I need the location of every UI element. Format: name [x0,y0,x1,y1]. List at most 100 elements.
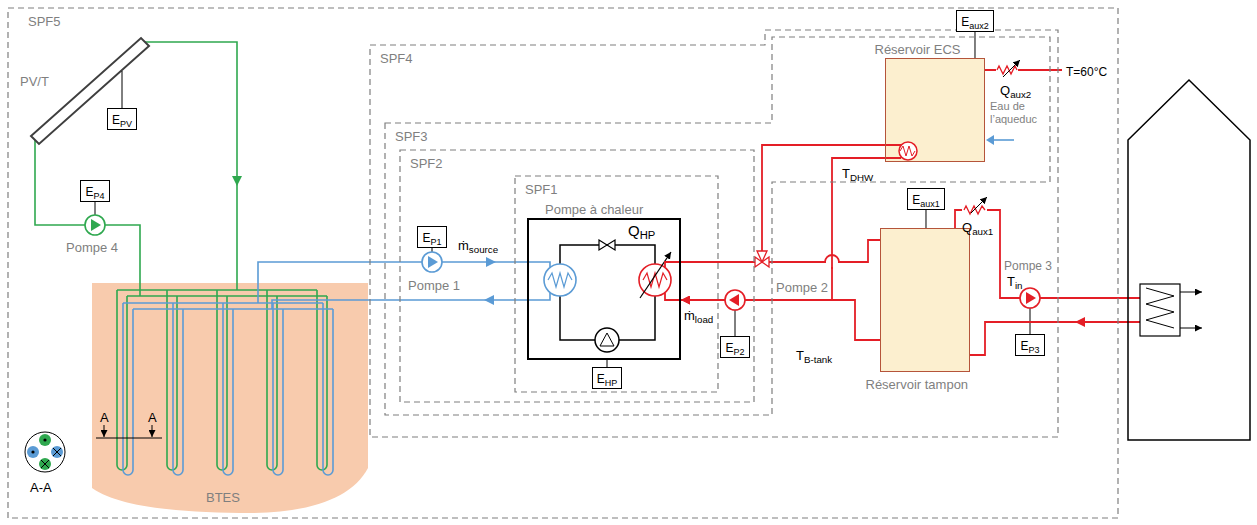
boundary-label: SPF5 [28,14,61,29]
energy-meter-box: EP4 [80,180,109,202]
section-mark: A [100,408,109,426]
dhw-coil [899,142,917,160]
borehole-section [39,458,51,470]
section-name: A-A [30,478,52,496]
btes-ground [92,283,368,513]
energy-meter-box: Eaux1 [907,188,945,210]
pump-symbol [85,215,105,235]
meter-label: EHP [597,372,618,386]
spf-boundary: Pompe à chaleurEHPSPF1EP1EP2SPF2Réservoi… [370,30,1058,437]
solar-loop-pipe [117,290,127,470]
temperature-symbol: Tin [1007,272,1023,290]
heat-pump-cycle [639,264,671,296]
heat-pump-cycle [544,264,576,296]
ground-loop-pipe [123,303,133,475]
symbol-letter: T [842,166,850,181]
temperature-symbol: TB-tank [796,346,832,364]
solar-loop-pipe [217,290,227,470]
ground-loop-pipe [123,303,333,309]
meter-label: EP2 [725,341,744,355]
house [1128,80,1250,440]
borehole-section [41,460,49,468]
section-mark: A [148,410,157,426]
tank-fill [885,58,985,162]
symbol-letter: Q [628,222,640,239]
heat-symbol: Qaux1 [962,220,993,236]
ground-loop-pipe [123,262,550,475]
symbol-letter: Q [1000,83,1010,98]
borehole-section [25,432,65,472]
ground-loop-pipe [272,293,550,309]
pipe-hop [825,255,839,269]
meter-leader [735,310,736,336]
energy-meter-box: EHP [592,367,623,389]
inlet-note: Eau de l’aqueduc [990,100,1046,127]
boundary-label: SPF1 [525,182,558,197]
load-pipe [955,210,1140,298]
electric-heater [971,197,987,213]
pump-symbol [428,256,438,268]
boundary-outline [8,8,1118,518]
section-name: A-A [30,480,52,496]
spf-boundary: Pompe à chaleurEHPSPF1EP1EP2SPF2 [400,150,754,402]
temperature-symbol: TDHW [842,166,873,182]
component-name: PV/T [20,74,49,90]
flow-symbol: ṁsource [458,238,498,254]
solar-loop-pipe [267,290,277,470]
component-name: Pompe à chaleur [545,202,643,217]
pipe-hop [825,255,839,262]
section-mark: A [148,408,157,426]
borehole-section [43,438,46,441]
pipe-hop [831,255,833,269]
symbol-subscript: load [695,314,713,325]
section-cut [96,438,162,439]
heat-pump-cycle [599,240,615,250]
borehole-section [31,450,34,453]
boundary-label: SPF4 [380,51,413,66]
setpoint-note: T=60°C [1066,62,1107,80]
boundary-outline [400,150,754,402]
symbol-letter: E [912,193,920,207]
pump-symbol [729,294,739,306]
return-pipe [681,300,880,340]
pump-name: Pompe 3 [1004,256,1052,274]
meter-leader [1030,308,1031,334]
symbol-subscript: P1 [431,237,442,247]
pump-name: Pompe 1 [408,276,460,294]
symbol-subscript: P4 [94,191,105,201]
boundary-label: SPF3 [395,129,428,144]
heat-pump-cycle [600,333,614,346]
solar-loop-pipe [145,42,237,290]
energy-meter-box: EP1 [417,226,446,248]
boundary-outline [8,8,1118,518]
pump-symbol [91,219,101,231]
load-pipe [665,293,681,300]
component-name: Réservoir ECS [875,42,961,57]
dhw-coil [900,146,915,156]
power-link [974,32,975,58]
pvt-panel [31,38,149,144]
component-name: Réservoir tampon [866,377,969,392]
symbol-letter: ṁ [684,308,695,323]
ground-loop-pipe [258,262,550,303]
symbol-subscript: aux2 [969,21,989,31]
symbol-letter: E [422,231,430,245]
symbol-subscript: aux1 [920,199,940,209]
symbol-letter: Q [962,220,972,235]
symbol-subscript: aux1 [972,226,993,237]
symbol-letter: E [725,341,733,355]
meter-label: EP4 [85,185,104,199]
symbol-subscript: P3 [1029,345,1040,355]
energy-meter-box: Eaux2 [956,10,994,32]
solar-loop-pipe [35,140,140,296]
setpoint-note: T=60°C [1066,65,1107,79]
cold-water-inlet [986,135,1014,145]
solar-loop-pipe [317,290,327,470]
house [1180,292,1202,293]
power-link [925,210,926,228]
tank-fill [880,228,970,372]
supply-pipe [681,240,880,262]
power-link [607,360,608,367]
